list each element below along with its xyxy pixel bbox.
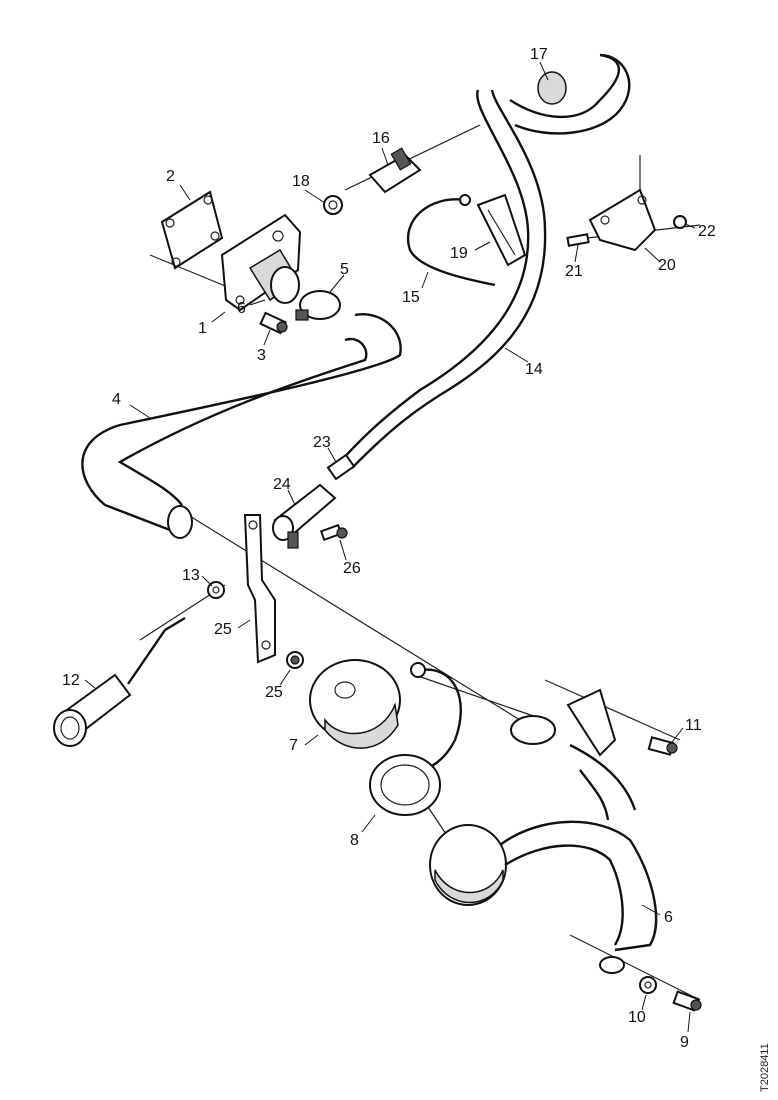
part-label-17: 17	[530, 46, 548, 63]
cap-tether-part-8	[369, 662, 462, 816]
part-label-20: 20	[658, 257, 676, 274]
leader-lines	[84, 61, 696, 1033]
part-label-11: 11	[685, 717, 702, 734]
part-label-8: 8	[350, 832, 359, 849]
part-label-10: 10	[628, 1009, 646, 1026]
part-label-21: 21	[565, 263, 583, 280]
part-label-6-upper: 6	[237, 300, 246, 317]
part-label-25-nut: 25	[265, 684, 283, 701]
clamp-part-5	[295, 290, 341, 321]
connector-part-24	[272, 483, 337, 549]
part-label-23: 23	[313, 434, 331, 451]
exhaust-tube-part-4	[81, 313, 402, 539]
manifold-flange-part	[220, 213, 302, 312]
part-label-13: 13	[182, 567, 200, 584]
nut-part-25	[286, 651, 304, 669]
gasket-plate-part	[160, 190, 224, 270]
washer-part-10	[639, 976, 657, 994]
sensor-fitting-part-16	[368, 147, 422, 194]
part-label-2: 2	[166, 168, 175, 185]
probe-part-12	[53, 616, 186, 747]
hose-end-part-17	[509, 53, 631, 135]
part-label-24: 24	[273, 476, 291, 493]
mount-bracket-part-20	[588, 188, 657, 252]
wire-part-15	[407, 194, 496, 287]
part-label-5: 5	[340, 261, 349, 278]
bolt-part-3	[259, 311, 288, 335]
screw-part-26	[319, 523, 348, 542]
part-labels: 17 16 18 2 19 22 21 20 5 15 1 3 14 4 23 …	[62, 46, 716, 1051]
sleeve-part-23	[326, 453, 356, 481]
part-label-1: 1	[198, 320, 207, 337]
part-label-19: 19	[450, 245, 468, 262]
bolt-part-9	[672, 990, 702, 1012]
washer-part-18	[323, 195, 343, 215]
cap-part-7	[309, 659, 401, 749]
part-label-15: 15	[402, 289, 420, 306]
part-label-6-lower: 6	[664, 909, 673, 926]
part-label-16: 16	[372, 130, 390, 147]
part-label-14: 14	[525, 361, 543, 378]
strap-part-25	[243, 514, 276, 664]
part-label-7: 7	[289, 737, 298, 754]
part-label-4: 4	[112, 391, 121, 408]
muffler-part-6	[429, 743, 658, 974]
reference-code: T2028411	[759, 1043, 771, 1092]
part-label-9: 9	[680, 1034, 689, 1051]
part-label-22: 22	[698, 223, 716, 240]
bracket-part-19	[476, 193, 527, 267]
screw-part-21	[566, 233, 590, 247]
part-label-18: 18	[292, 173, 310, 190]
part-label-25-strap: 25	[214, 621, 232, 638]
part-label-3: 3	[257, 347, 266, 364]
hose-part-14	[339, 89, 547, 469]
clamp-part-11	[510, 688, 678, 757]
nut-part-22	[673, 215, 687, 229]
part-label-12: 12	[62, 672, 80, 689]
part-label-26: 26	[343, 560, 361, 577]
